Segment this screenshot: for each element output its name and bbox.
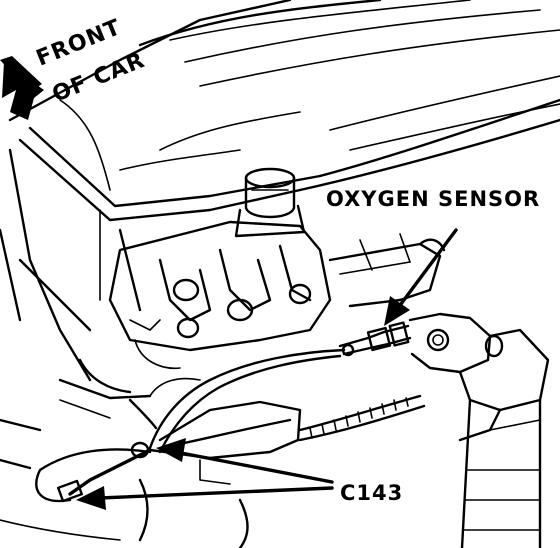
c143-pointer [76,438,334,510]
oxygen-sensor-label: OXYGEN SENSOR [326,187,540,211]
front-arrow-icon [0,56,44,120]
exhaust-manifold [108,220,446,369]
valve-cover [8,0,560,222]
engine-block-left [0,148,142,541]
sensor-wire [148,348,346,454]
wiring-harness [0,377,426,548]
oxygen-sensor-assembly [338,312,550,548]
c143-label: C143 [340,481,403,505]
oxygen-sensor-pointer [384,228,458,326]
